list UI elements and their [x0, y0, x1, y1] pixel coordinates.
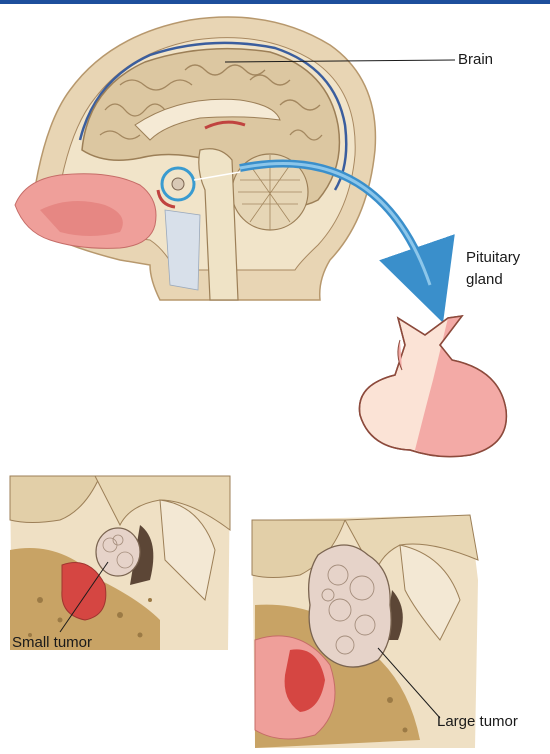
pituitary-gland-illustration: [359, 316, 506, 457]
brain-label: Brain: [458, 50, 493, 69]
head-cross-section: [15, 17, 375, 300]
large-tumor-label: Large tumor: [437, 712, 518, 731]
pituitary-label-line2: gland: [466, 270, 503, 289]
small-tumor-panel: [10, 476, 230, 650]
pituitary-label-line1: Pituitary: [466, 248, 520, 267]
small-tumor-label: Small tumor: [12, 633, 92, 652]
